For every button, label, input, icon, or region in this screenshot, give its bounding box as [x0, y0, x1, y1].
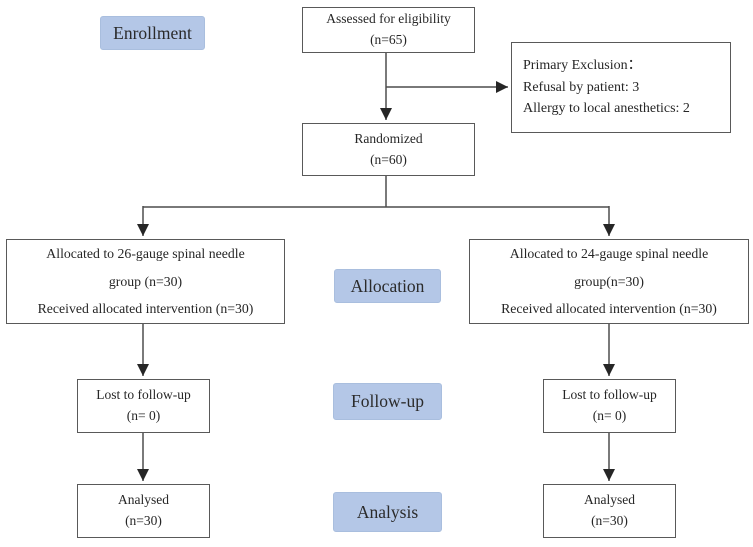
- analysed-right-line-1: Analysed: [584, 492, 635, 508]
- allocation-right-line-1: Allocated to 24-gauge spinal needle: [509, 246, 709, 262]
- followup-right-line-1: Lost to follow-up: [562, 387, 657, 403]
- stage-label-followup: Follow-up: [333, 383, 442, 420]
- analysed-left-box: Analysed (n=30): [77, 484, 210, 538]
- stage-label-enrollment: Enrollment: [100, 16, 205, 50]
- analysed-right-line-2: (n=30): [591, 513, 628, 528]
- eligibility-line-1: Assessed for eligibility: [326, 11, 451, 27]
- analysed-right-box: Analysed (n=30): [543, 484, 676, 538]
- allocation-left-box: Allocated to 26-gauge spinal needle grou…: [6, 239, 285, 324]
- eligibility-box: Assessed for eligibility (n=65): [302, 7, 475, 53]
- eligibility-line-2: (n=65): [370, 32, 407, 47]
- allocation-left-line-1: Allocated to 26-gauge spinal needle: [46, 246, 245, 262]
- exclusion-line-3: Allergy to local anesthetics: 2: [523, 101, 690, 117]
- allocation-left-line-3: Received allocated intervention (n=30): [37, 301, 254, 317]
- followup-right-box: Lost to follow-up (n= 0): [543, 379, 676, 433]
- randomized-line-1: Randomized: [354, 130, 423, 146]
- followup-left-line-2: (n= 0): [126, 408, 161, 423]
- randomized-box: Randomized (n=60): [302, 123, 475, 176]
- analysed-left-line-2: (n=30): [125, 513, 162, 528]
- exclusion-line-2: Refusal by patient: 3: [523, 79, 640, 95]
- allocation-right-line-3: Received allocated intervention (n=30): [501, 301, 717, 317]
- followup-left-box: Lost to follow-up (n= 0): [77, 379, 210, 433]
- stage-label-analysis: Analysis: [333, 492, 442, 532]
- exclusion-line-1: Primary Exclusion：: [523, 57, 642, 73]
- analysed-left-line-1: Analysed: [118, 492, 169, 508]
- followup-right-line-2: (n= 0): [592, 408, 627, 423]
- stage-label-allocation: Allocation: [334, 269, 441, 303]
- primary-exclusion-box: Primary Exclusion： Refusal by patient: 3…: [511, 42, 731, 133]
- followup-left-line-1: Lost to follow-up: [96, 387, 191, 403]
- allocation-left-line-2: group (n=30): [108, 273, 183, 289]
- randomized-line-2: (n=60): [370, 151, 407, 167]
- allocation-right-line-2: group(n=30): [574, 273, 644, 289]
- allocation-right-box: Allocated to 24-gauge spinal needle grou…: [469, 239, 749, 324]
